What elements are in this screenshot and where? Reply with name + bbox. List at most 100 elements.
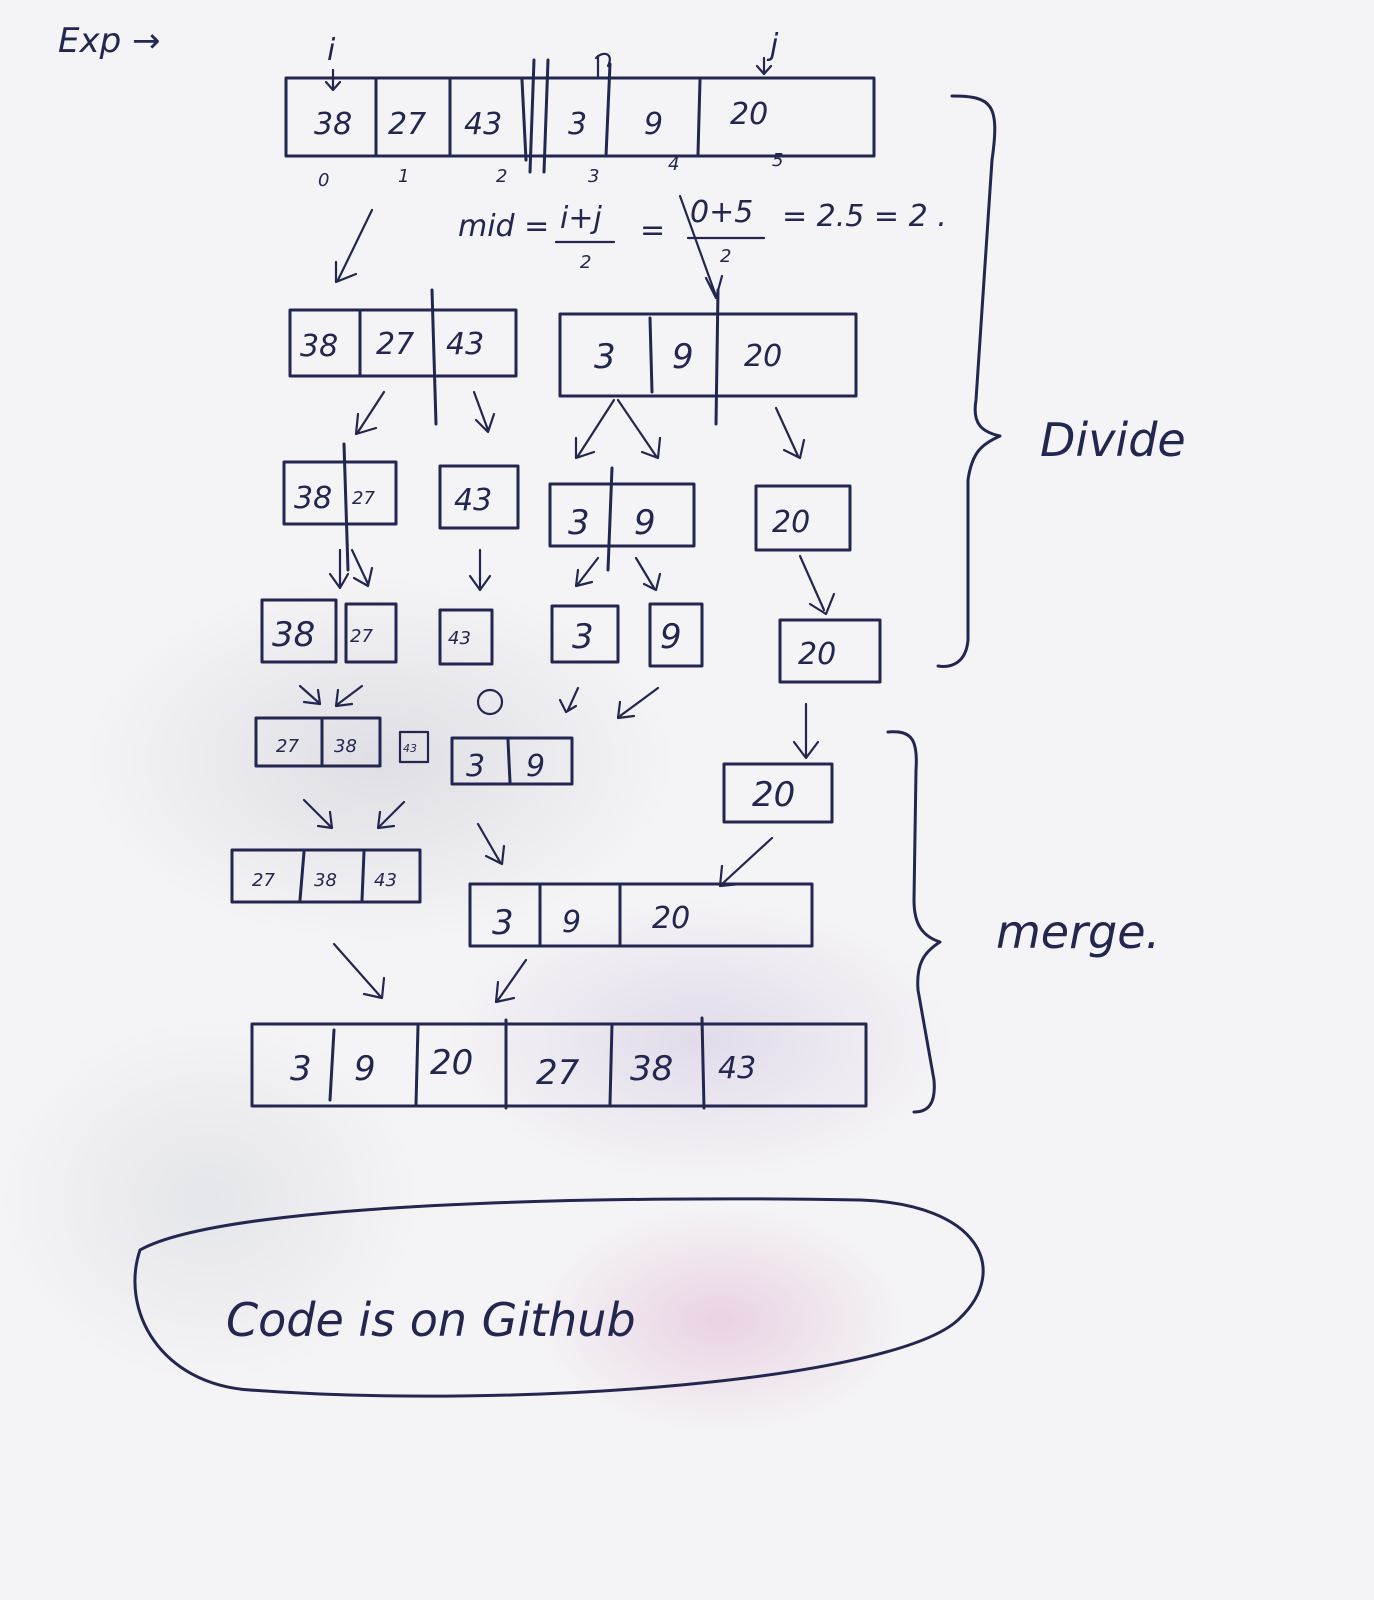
index-0: 0 [318, 170, 329, 191]
div2-d-cell-0: 20 [772, 505, 810, 540]
merge1-c-divider [506, 738, 512, 784]
div3-box-5 [778, 618, 882, 684]
final-cell-3: 27 [536, 1053, 580, 1093]
div2-a-cell-1: 27 [352, 488, 375, 509]
div3-box-3 [550, 604, 620, 664]
arrow-div2-e [798, 554, 836, 616]
div3-cell-3: 3 [572, 617, 594, 657]
div2-c-cell-1: 9 [634, 503, 656, 543]
initial-array-box [284, 76, 876, 158]
div2-b-box [438, 464, 520, 530]
merge2-left-dividers [298, 850, 366, 902]
merge2-right-cell-1: 9 [562, 905, 581, 940]
index-1: 1 [398, 166, 409, 187]
formula-frac2-den: 2 [720, 246, 731, 267]
arrow-merge2-c [718, 836, 774, 888]
div2-d-box [754, 484, 852, 552]
div2-a-divider [342, 442, 350, 572]
div3-box-4 [648, 602, 704, 668]
split-arrow-left [334, 208, 374, 284]
div2-c-cell-0: 3 [568, 503, 590, 543]
div3-box-0 [260, 598, 338, 664]
div1-right-cell-0: 3 [594, 337, 616, 377]
initial-cell-4: 9 [644, 107, 663, 142]
pointer-i-label: i [327, 33, 336, 68]
div2-b-cell-0: 43 [454, 483, 492, 518]
formula-mid-arrow [678, 194, 724, 300]
formula-eq: = [640, 213, 665, 248]
merge2-left-cell-0: 27 [252, 870, 275, 891]
index-4: 4 [668, 154, 679, 175]
arrow-div2-b [468, 548, 492, 592]
div2-c-divider [606, 466, 614, 572]
merge2-right-cell-0: 3 [492, 903, 514, 943]
div3-box-2 [438, 608, 494, 666]
formula-frac2-num: 0+5 [690, 195, 753, 230]
div1-left-box [288, 308, 518, 378]
final-array-box [250, 1022, 868, 1108]
pointer-mid-mark [594, 52, 611, 78]
caption-ellipse [133, 1197, 985, 1398]
arrow-div1-b [472, 390, 496, 434]
div1-left-cell-2: 43 [446, 327, 484, 362]
div3-cell-5: 20 [798, 637, 836, 672]
div3-cell-0: 38 [272, 615, 315, 655]
div2-c-box [548, 482, 696, 548]
div2-a-box [282, 460, 398, 526]
merge1-c-cell-1: 9 [526, 749, 545, 784]
arrow-merge2-b [476, 822, 506, 866]
index-2: 2 [496, 166, 507, 187]
div3-box-1 [344, 602, 398, 664]
final-cell-1: 9 [354, 1049, 376, 1089]
final-cell-5: 43 [718, 1051, 756, 1086]
merge2-right-dividers [538, 884, 622, 946]
index-3: 3 [588, 166, 599, 187]
arrow-div2-a [328, 548, 374, 590]
div3-cell-1: 27 [350, 626, 373, 647]
formula-lhs: mid = [458, 209, 549, 244]
arrow-merge2-a [302, 798, 406, 830]
div1-right-cell-2: 20 [744, 339, 782, 374]
merge1-d-box [722, 762, 834, 824]
pointer-j-label: j [766, 28, 779, 63]
div3-cell-4: 9 [660, 617, 682, 657]
div1-right-box [558, 312, 858, 398]
arrow-merge1-e [792, 702, 820, 760]
div1-left-cell-1: 27 [376, 327, 414, 362]
arrow-merge1-b-scribble [476, 688, 504, 716]
final-cell-2: 20 [430, 1043, 473, 1083]
div1-right-cell-1: 9 [672, 337, 694, 377]
arrow-merge1-a [298, 684, 364, 708]
arrow-div2-d [634, 556, 662, 592]
merge1-b-cell-0: 43 [403, 742, 417, 755]
div3-cell-2: 43 [448, 628, 471, 649]
merge2-right-box [468, 882, 814, 948]
arrow-final-b [494, 958, 528, 1004]
div1-left-cell-0: 38 [300, 329, 338, 364]
arrow-div1-e [774, 406, 806, 460]
div1-left-dividers [358, 288, 438, 426]
pointer-j-arrow [755, 56, 773, 76]
merge1-b-box [398, 730, 430, 764]
caption-text: Code is on Github [226, 1293, 636, 1347]
merge1-c-box [450, 736, 574, 786]
div2-a-cell-0: 38 [294, 481, 332, 516]
arrow-div1-d [616, 398, 662, 460]
div1-right-dividers [648, 288, 720, 426]
merge1-c-cell-0: 3 [466, 749, 485, 784]
arrow-div2-c [574, 556, 600, 588]
merge2-left-box [230, 848, 422, 904]
initial-cell-1: 27 [388, 107, 426, 142]
pointer-i-arrow [324, 68, 342, 92]
merge-label: merge. [996, 905, 1160, 959]
merge1-a-cell-0: 27 [276, 736, 299, 757]
arrow-merge1-d [616, 686, 660, 720]
divide-brace [936, 94, 1002, 668]
merge2-left-cell-1: 38 [314, 870, 337, 891]
merge-brace [886, 730, 942, 1114]
final-array-dividers [328, 1016, 706, 1110]
index-5: 5 [772, 150, 783, 171]
initial-cell-5: 20 [730, 97, 768, 132]
